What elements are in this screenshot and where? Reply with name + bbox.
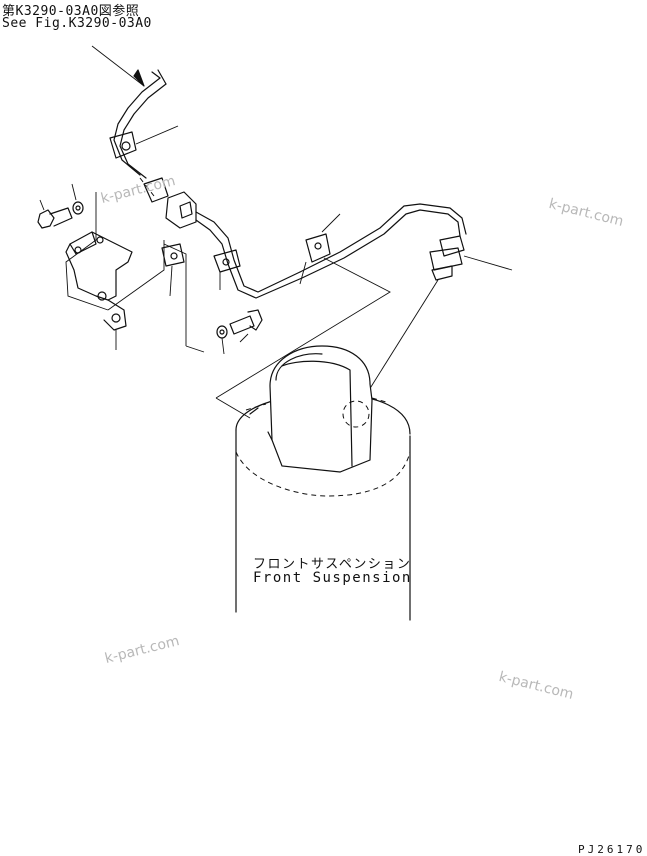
cable-clip-right — [299, 213, 341, 285]
harness-clamp — [109, 125, 179, 159]
figure-code: PJ26170 — [578, 843, 646, 856]
reference-arrow — [133, 69, 145, 87]
bolt-lower — [216, 309, 263, 355]
cable-clip-left — [213, 249, 241, 290]
harness-cable — [113, 69, 167, 179]
mounting-bracket — [65, 231, 133, 350]
front-suspension — [235, 345, 411, 621]
small-clip — [161, 243, 185, 297]
reference-text-jp: 第K3290-03A0図参照 — [2, 4, 140, 19]
sensor — [363, 235, 513, 399]
reference-leader — [91, 45, 145, 87]
reference-text-en: See Fig.K3290-03A0 — [2, 16, 152, 31]
dashed-link — [139, 177, 155, 197]
suspension-label-en: Front Suspension — [253, 570, 412, 586]
suspension-label-jp: フロントサスペンション — [253, 557, 412, 572]
connector — [143, 177, 303, 299]
sensor-cable — [299, 203, 467, 279]
bolt-upper-left — [37, 183, 84, 229]
